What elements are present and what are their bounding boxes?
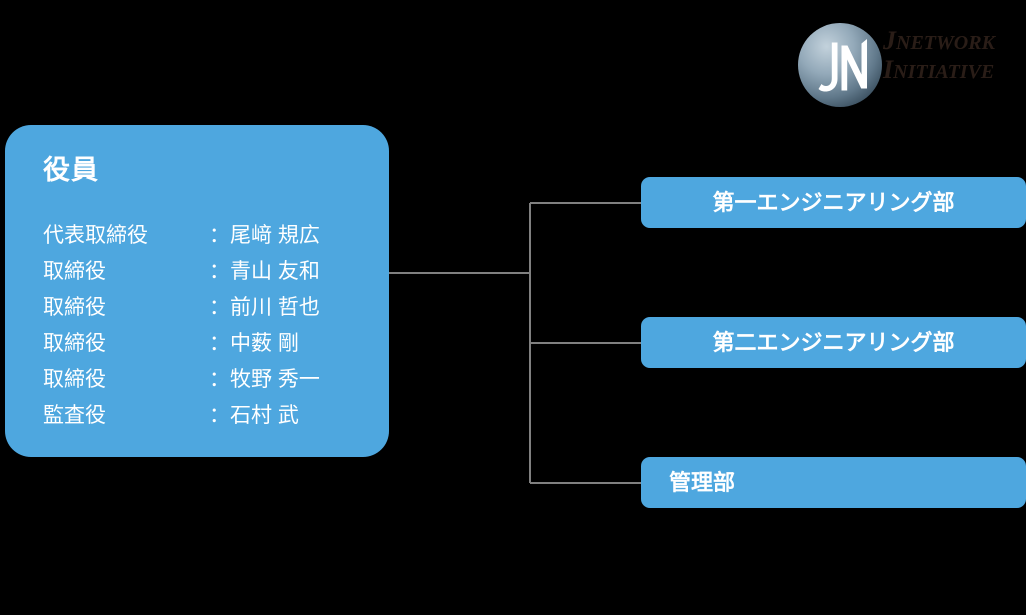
officer-role: 取締役 <box>43 368 106 391</box>
officer-separator: ： <box>209 332 230 355</box>
department-box-administration[interactable]: 管理部 <box>641 457 1026 508</box>
officer-role: 取締役 <box>43 296 106 319</box>
logo-line1-lead: J <box>883 26 896 55</box>
officer-role: 代表取締役 <box>43 224 148 247</box>
logo-line2-lead: I <box>883 54 894 84</box>
officers-list: 代表取締役 ： 尾﨑 規広 取締役 ： 青山 友和 取締役 ： 前川 哲也 取締… <box>43 218 363 434</box>
officer-name: 尾﨑 規広 <box>230 224 320 247</box>
officer-name: 中薮 剛 <box>230 332 299 355</box>
officer-name: 牧野 秀一 <box>230 368 320 391</box>
officer-name: 石村 武 <box>230 404 299 427</box>
logo-wordmark: JNETWORK INITIATIVE <box>883 26 1026 102</box>
officer-role: 監査役 <box>43 404 106 427</box>
department-box-first-engineering[interactable]: 第一エンジニアリング部 <box>641 177 1026 228</box>
officer-name: 青山 友和 <box>230 260 320 283</box>
officer-name: 前川 哲也 <box>230 296 320 319</box>
jn-monogram-icon <box>797 22 883 108</box>
officer-separator: ： <box>209 296 230 319</box>
logo-line1-rest: NETWORK <box>896 32 995 54</box>
officer-separator: ： <box>209 368 230 391</box>
officer-role: 取締役 <box>43 332 106 355</box>
officer-row: 取締役 ： 中薮 剛 <box>43 326 363 362</box>
officers-card: 役員 代表取締役 ： 尾﨑 規広 取締役 ： 青山 友和 取締役 ： 前川 哲也… <box>5 125 389 457</box>
officer-row: 取締役 ： 牧野 秀一 <box>43 362 363 398</box>
officer-row: 取締役 ： 前川 哲也 <box>43 290 363 326</box>
officer-row: 代表取締役 ： 尾﨑 規広 <box>43 218 363 254</box>
officers-title: 役員 <box>43 155 99 185</box>
officer-separator: ： <box>209 404 230 427</box>
logo-line2-rest: NITIATIVE <box>893 60 995 83</box>
officer-row: 取締役 ： 青山 友和 <box>43 254 363 290</box>
officer-separator: ： <box>209 224 230 247</box>
officer-separator: ： <box>209 260 230 283</box>
officer-role: 取締役 <box>43 260 106 283</box>
officer-row: 監査役 ： 石村 武 <box>43 398 363 434</box>
department-box-second-engineering[interactable]: 第二エンジニアリング部 <box>641 317 1026 368</box>
company-logo: JNETWORK INITIATIVE <box>797 22 1026 108</box>
